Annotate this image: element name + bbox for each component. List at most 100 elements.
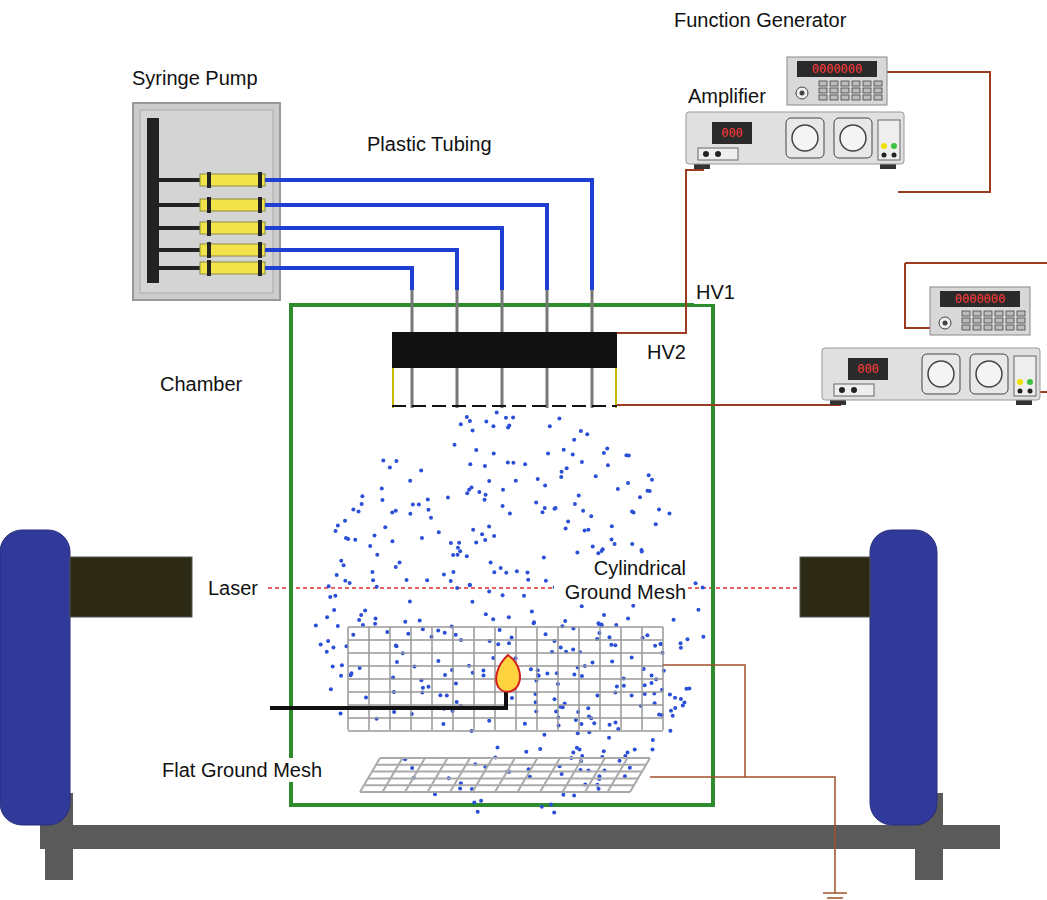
mesh-line <box>405 758 425 792</box>
droplet <box>392 710 396 714</box>
droplet <box>583 528 587 532</box>
droplet <box>562 448 566 452</box>
droplet <box>504 416 508 420</box>
flat-mesh <box>360 758 650 792</box>
clamp <box>258 172 262 188</box>
mesh-line <box>585 758 605 792</box>
mesh-line <box>348 639 663 641</box>
droplet <box>667 511 671 515</box>
mesh-line <box>473 758 493 792</box>
droplet <box>394 459 398 463</box>
mesh-line <box>348 717 663 719</box>
droplet <box>602 451 606 455</box>
mesh-line <box>360 758 380 792</box>
droplet <box>394 643 398 647</box>
droplet <box>540 510 544 514</box>
droplet <box>571 751 575 755</box>
droplet <box>437 530 441 534</box>
droplet <box>333 594 337 598</box>
droplet <box>511 461 515 465</box>
droplet <box>453 443 457 447</box>
droplet <box>573 502 577 506</box>
clamp <box>207 260 211 276</box>
droplet <box>510 636 514 640</box>
droplet <box>618 759 622 763</box>
droplet <box>658 642 662 646</box>
droplet <box>419 469 423 473</box>
droplet <box>455 700 459 704</box>
droplet <box>560 470 564 474</box>
droplet <box>626 481 630 485</box>
plunger <box>159 266 201 270</box>
droplet <box>572 673 576 677</box>
droplet <box>381 458 385 462</box>
droplet <box>326 639 330 643</box>
droplet <box>375 585 379 589</box>
droplet <box>383 525 387 529</box>
droplet <box>668 693 672 697</box>
droplet <box>472 800 476 804</box>
droplet <box>442 572 446 576</box>
droplet <box>563 619 567 623</box>
droplet <box>553 697 557 701</box>
droplet <box>579 722 583 726</box>
droplet <box>487 479 491 483</box>
droplet <box>457 541 461 545</box>
plunger <box>159 203 201 207</box>
mesh-line <box>495 758 515 792</box>
droplet <box>483 538 487 542</box>
droplet <box>445 693 449 697</box>
laser-stand <box>0 530 1000 880</box>
droplet <box>654 522 658 526</box>
tube <box>265 180 592 290</box>
droplet <box>405 578 409 582</box>
droplet <box>630 693 634 697</box>
droplet <box>557 417 561 421</box>
droplet <box>426 497 430 501</box>
droplet <box>601 547 605 551</box>
droplet <box>552 811 556 815</box>
clamp <box>258 197 262 213</box>
droplet <box>484 612 488 616</box>
droplet <box>495 410 499 414</box>
tube <box>265 228 502 290</box>
droplet <box>501 488 505 492</box>
droplet <box>455 586 459 590</box>
droplet <box>390 539 394 543</box>
droplet <box>336 624 340 628</box>
droplet <box>701 635 705 639</box>
plunger <box>159 248 201 252</box>
droplet <box>436 629 440 633</box>
part-label: Plastic Tubing <box>365 132 494 156</box>
droplet <box>610 659 614 663</box>
droplet <box>610 524 614 528</box>
droplet <box>390 510 394 514</box>
droplet <box>538 747 542 751</box>
signal-label: HV1 <box>694 280 737 304</box>
droplet <box>394 644 398 648</box>
droplet <box>523 722 527 726</box>
clamp <box>258 242 262 258</box>
droplet <box>339 559 343 563</box>
droplet <box>626 750 630 754</box>
droplet <box>353 538 357 542</box>
droplet <box>525 571 529 575</box>
droplet <box>507 615 511 619</box>
droplet <box>454 633 458 637</box>
droplet <box>696 608 700 612</box>
droplet <box>411 503 415 507</box>
droplet <box>524 750 528 754</box>
droplet <box>581 509 585 513</box>
droplet <box>335 573 339 577</box>
droplet <box>468 583 472 587</box>
droplet <box>458 786 462 790</box>
droplet <box>591 545 595 549</box>
burner <box>270 655 520 708</box>
droplet <box>577 493 581 497</box>
droplet <box>465 491 469 495</box>
droplet <box>360 494 364 498</box>
display-readout: 000 <box>712 122 752 144</box>
mesh-line <box>348 730 663 732</box>
droplet <box>471 429 475 433</box>
droplet <box>331 646 335 650</box>
